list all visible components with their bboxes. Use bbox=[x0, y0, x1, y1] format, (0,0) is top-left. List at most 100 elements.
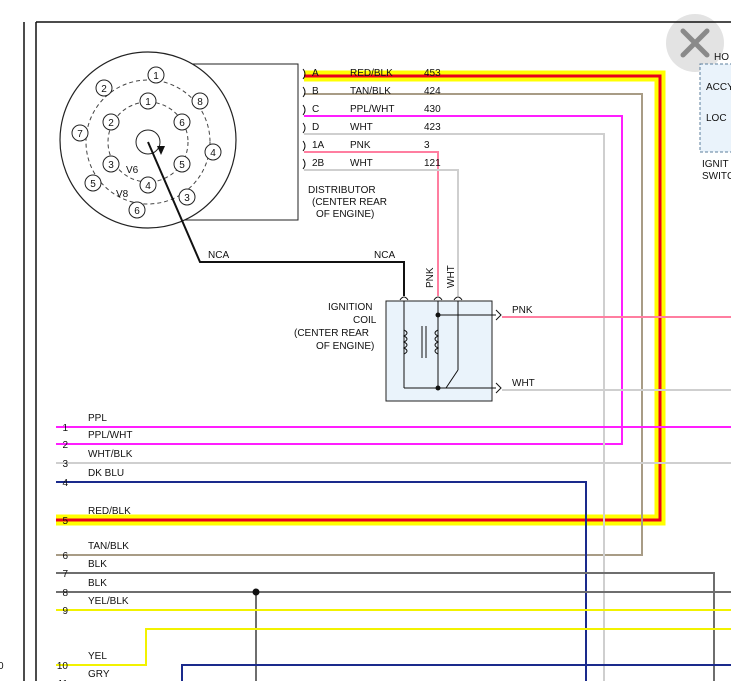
pin-circuit-number: 121 bbox=[424, 158, 441, 169]
coil-output-hooks bbox=[495, 309, 502, 394]
distributor-terminal-inner-number: 5 bbox=[179, 160, 185, 171]
harness-wire-7-blk bbox=[56, 572, 715, 681]
nca-right-label: NCA bbox=[374, 250, 395, 261]
harness-pin-number: 10 bbox=[57, 661, 69, 672]
harness-pin-number: 3 bbox=[62, 459, 68, 470]
distributor-terminal-outer bbox=[71, 124, 89, 142]
pin-wire-color: WHT bbox=[350, 158, 373, 169]
harness-pin-number: 2 bbox=[62, 440, 68, 451]
distributor-terminal-inner-number: 2 bbox=[108, 118, 114, 129]
v6-label: V6 bbox=[126, 165, 139, 176]
distributor-terminal-outer-number: 3 bbox=[184, 193, 190, 204]
pin-wire-color: TAN/BLK bbox=[350, 86, 391, 97]
distributor-terminal-inner-number: 3 bbox=[108, 160, 114, 171]
close-icon bbox=[680, 28, 710, 58]
coil-pnk-vertical-label: PNK bbox=[425, 267, 436, 288]
v8-label: V8 bbox=[116, 189, 129, 200]
harness-wire-10-yel bbox=[56, 628, 731, 666]
ignition-switch: HO ACCY LOC IGNIT SWITC bbox=[699, 52, 731, 182]
wire-c-ppl-wht bbox=[56, 115, 623, 445]
harness-pin-number: 7 bbox=[62, 569, 68, 580]
harness-wire-label: TAN/BLK bbox=[88, 541, 129, 552]
pin-wire-color: WHT bbox=[350, 122, 373, 133]
distributor-terminal-outer-number: 6 bbox=[134, 206, 140, 217]
harness-wire-11-gry bbox=[181, 664, 731, 681]
distributor-label-3: OF ENGINE) bbox=[316, 209, 374, 220]
harness-pin-number: 4 bbox=[62, 478, 68, 489]
pin-wire-color: PPL/WHT bbox=[350, 104, 394, 115]
wire-1a-pnk bbox=[304, 151, 439, 296]
coil-label-2: COIL bbox=[353, 315, 377, 326]
pin-circuit-number: 430 bbox=[424, 104, 441, 115]
pin-circuit-number: 423 bbox=[424, 122, 441, 133]
pin-id: A bbox=[312, 68, 319, 79]
harness-wire-label: YEL bbox=[88, 651, 107, 662]
pin-circuit-number: 3 bbox=[424, 140, 430, 151]
harness-wire-label: RED/BLK bbox=[88, 506, 131, 517]
coil-wht-vertical-label: WHT bbox=[446, 265, 457, 288]
distributor-terminal-outer bbox=[204, 143, 222, 161]
harness-wire-label: BLK bbox=[88, 578, 107, 589]
ignition-coil: IGNITION COIL (CENTER REAR OF ENGINE) bbox=[294, 296, 496, 402]
pin-id: D bbox=[312, 122, 319, 133]
distributor-terminal-outer-number: 2 bbox=[101, 84, 107, 95]
switch-header-text: HO bbox=[714, 52, 729, 63]
harness-wire-label: PPL bbox=[88, 413, 107, 424]
distributor-terminal-outer bbox=[191, 92, 209, 110]
coil-out-pnk-label: PNK bbox=[512, 305, 533, 316]
pin-wire-color: PNK bbox=[350, 140, 371, 151]
harness-pin-number: 9 bbox=[62, 606, 68, 617]
harness-wire-label: PPL/WHT bbox=[88, 430, 132, 441]
distributor-terminal-inner bbox=[102, 155, 120, 173]
nca-left-label: NCA bbox=[208, 250, 229, 261]
close-button[interactable] bbox=[666, 14, 724, 72]
distributor-terminal-outer-number: 4 bbox=[210, 148, 216, 159]
pin-id: C bbox=[312, 104, 319, 115]
distributor-terminal-outer-number: 1 bbox=[153, 71, 159, 82]
harness-pin-number: 1 bbox=[62, 423, 68, 434]
harness-pin-number: 6 bbox=[62, 551, 68, 562]
ignition-switch-title-2: SWITC bbox=[702, 171, 731, 182]
connector-hook bbox=[302, 122, 306, 134]
distributor-terminal-inner-number: 4 bbox=[145, 181, 151, 192]
distributor-terminal-inner bbox=[102, 113, 120, 131]
distributor-terminal-inner bbox=[173, 155, 191, 173]
distributor-label-1: DISTRIBUTOR bbox=[308, 185, 376, 196]
coil-out-wht-label: WHT bbox=[512, 378, 535, 389]
distributor-terminal-outer bbox=[84, 174, 102, 192]
distributor-terminal-outer-number: 7 bbox=[77, 129, 83, 140]
pin-wire-color: RED/BLK bbox=[350, 68, 393, 79]
harness-pin-number: 11 bbox=[58, 679, 69, 681]
ignition-switch-title-1: IGNIT bbox=[702, 159, 729, 170]
harness-wire-label: BLK bbox=[88, 559, 107, 570]
splice-dot bbox=[252, 588, 260, 596]
distributor-terminal-outer-number: 8 bbox=[197, 97, 203, 108]
connector-hook bbox=[302, 158, 306, 170]
distributor-terminal-inner bbox=[173, 113, 191, 131]
distributor-terminal-inner bbox=[139, 176, 157, 194]
distributor-label-2: (CENTER REAR bbox=[312, 197, 387, 208]
coil-label-4: OF ENGINE) bbox=[316, 341, 374, 352]
distributor-terminal-outer bbox=[95, 79, 113, 97]
wire-b-tan-blk bbox=[56, 93, 643, 556]
connector-hook bbox=[302, 86, 306, 98]
harness-wire-4-dk-blu bbox=[56, 481, 587, 681]
wire-a-red-blk bbox=[56, 74, 662, 522]
wire-d-wht bbox=[304, 133, 605, 681]
harness-wire-label: GRY bbox=[88, 669, 110, 680]
pin-circuit-number: 453 bbox=[424, 68, 441, 79]
distributor-terminal-outer bbox=[178, 188, 196, 206]
harness-wire-label: WHT/BLK bbox=[88, 449, 133, 460]
connector-hook bbox=[302, 68, 306, 80]
distributor-terminal-inner-number: 1 bbox=[145, 97, 151, 108]
pin-id: B bbox=[312, 86, 319, 97]
pin-circuit-number: 424 bbox=[424, 86, 441, 97]
left-edge-label: 0 bbox=[0, 661, 4, 672]
distributor-terminal-inner bbox=[139, 92, 157, 110]
coil-label-3: (CENTER REAR bbox=[294, 328, 369, 339]
distributor-terminal-outer bbox=[147, 66, 165, 84]
distributor-terminal-outer bbox=[128, 201, 146, 219]
pin-id: 2B bbox=[312, 158, 325, 169]
